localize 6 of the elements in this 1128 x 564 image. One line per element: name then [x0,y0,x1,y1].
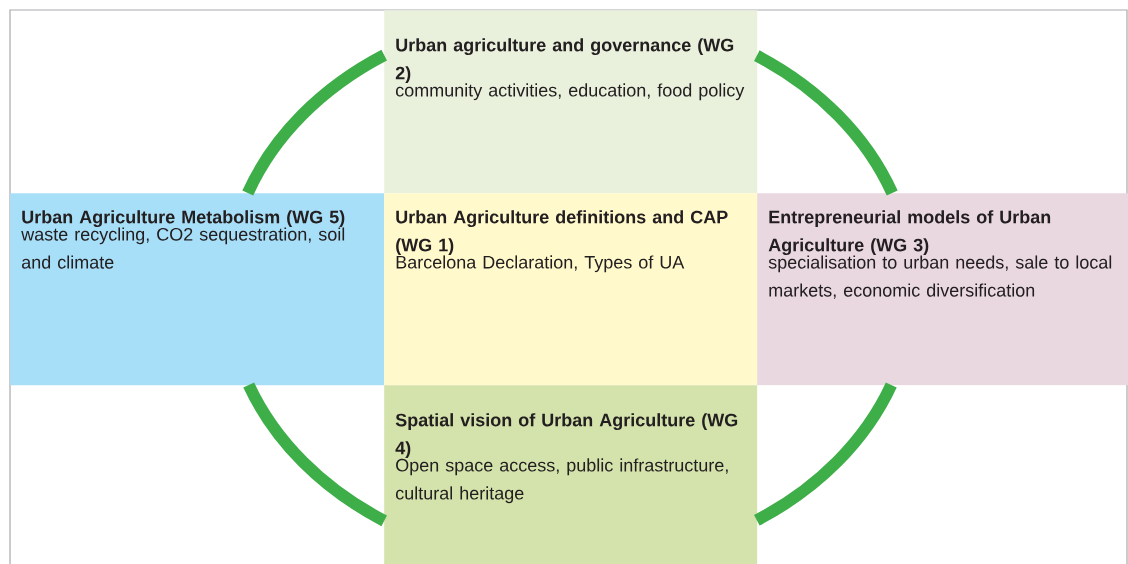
ring-arc [243,382,388,527]
topic-box: Urban Agriculture Metabolism (WG 5) waste recycling, CO2 sequestration, soil and climate [10,193,385,386]
topic-box: Urban Agriculture definitions and CAP (WG 1) Barcelona Declaration, Types of UA [384,193,758,386]
topic-box: Urban agriculture and governance (WG 2) community activities, education, food policy [384,10,758,194]
topic-box: Spatial vision of Urban Agriculture (WG 4) Open space access, public infrastructure, cultural heritage [384,385,758,564]
topic-box: Entrepreneurial models of Urban Agriculture (WG 3) specialisation to urban needs, sale to local markets, economic diversification [757,193,1128,386]
